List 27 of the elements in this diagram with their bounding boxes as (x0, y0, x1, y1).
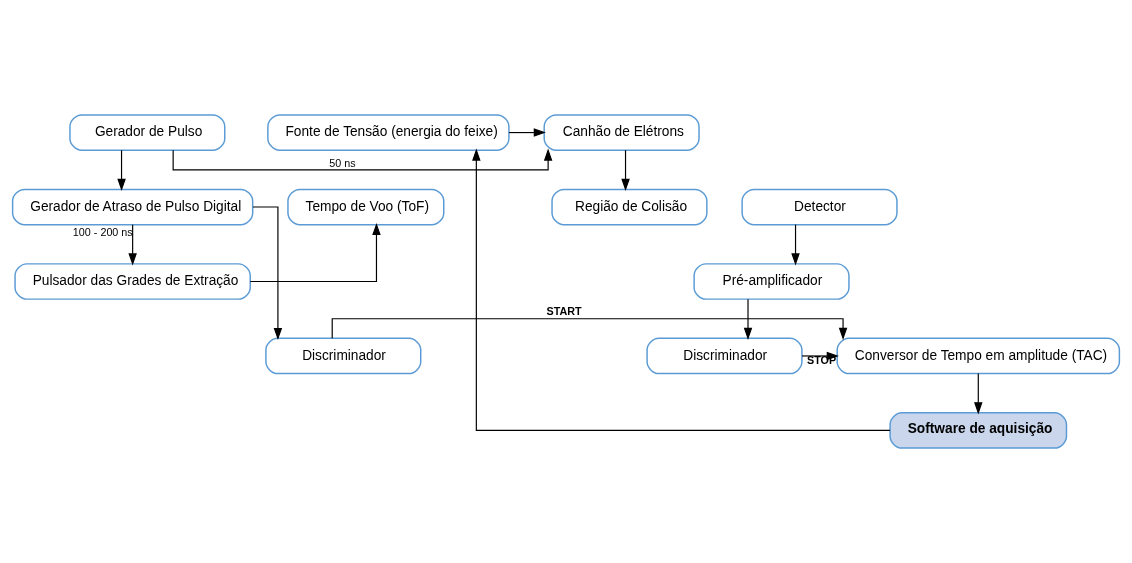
node-box: Discriminador (265, 337, 422, 375)
arrow (117, 149, 126, 192)
node-box: Fonte de Tensão (energia do feixe) (267, 114, 510, 151)
node-box: Região de Colisão (551, 188, 708, 226)
node-box: Canhão de Elétrons (543, 114, 700, 151)
node-box: Tempo de Voo (ToF) (287, 188, 445, 226)
node-box: Pulsador das Grades de Extração (14, 263, 251, 300)
node-box: Gerador de Atraso de Pulso Digital (11, 188, 254, 226)
arrow (331, 318, 848, 340)
node-box: Gerador de Pulso (69, 114, 226, 151)
arrow (743, 298, 753, 340)
node-box: Conversor de Tempo em amplitude (TAC) (836, 337, 1121, 375)
arrow (472, 148, 891, 432)
arrow (252, 206, 283, 341)
edge-label: START (546, 304, 582, 317)
node-box: Software de aquisição (889, 412, 1068, 449)
arrow (128, 224, 137, 266)
arrow (791, 224, 800, 266)
node-box: Detector (741, 188, 898, 226)
arrow (974, 373, 983, 415)
edge-label: 50 ns (329, 156, 356, 169)
node-box: Pré-amplificador (693, 263, 850, 300)
node-box: Discriminador (646, 337, 803, 375)
arrow (249, 222, 381, 283)
arrow (508, 128, 546, 137)
arrow (172, 148, 553, 171)
arrow (621, 149, 630, 192)
